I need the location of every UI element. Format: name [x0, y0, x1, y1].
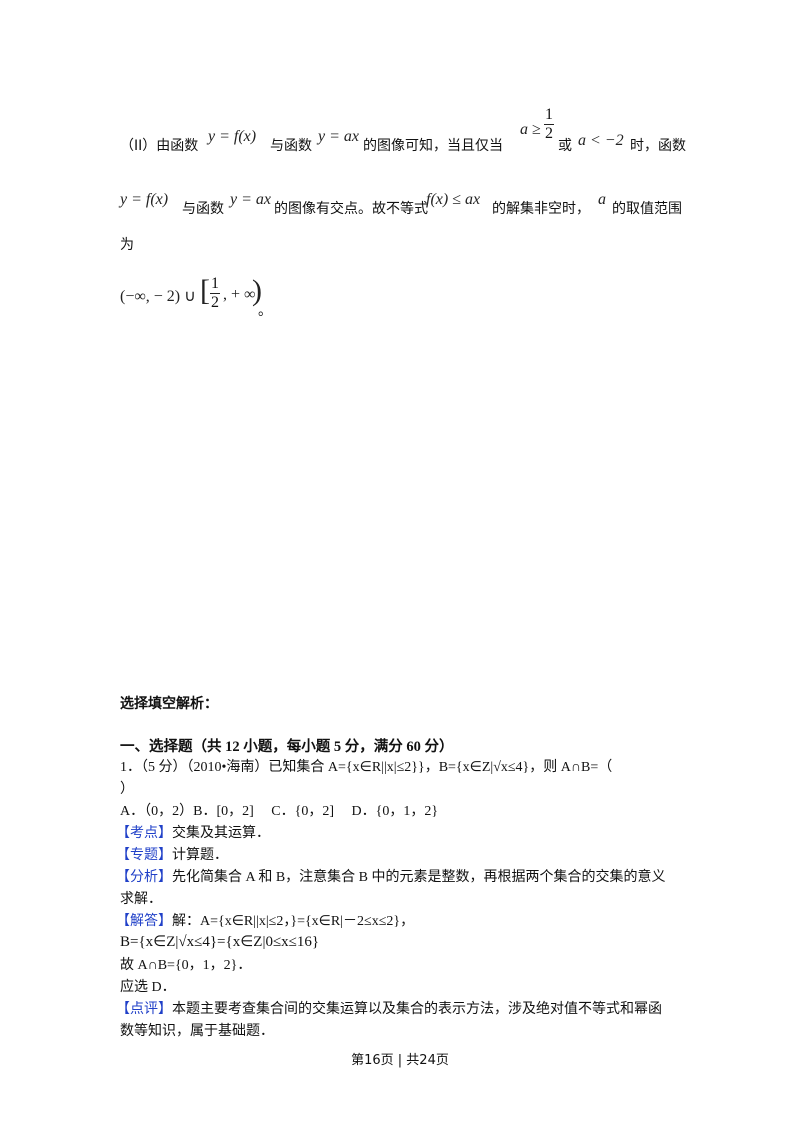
part2-prefix: （II）由函数: [120, 138, 199, 154]
zhuanti-tag: 【专题】: [116, 847, 172, 863]
interval-part2: , + ∞: [223, 286, 256, 303]
fraction-denominator: 2: [211, 294, 219, 311]
fraction-numerator: 1: [211, 275, 219, 292]
fenxi-tag: 【分析】: [116, 869, 172, 885]
math-y-eq-ax: y = ax: [230, 191, 271, 208]
fraction-bar: [210, 293, 220, 294]
fraction-one-half: 1 2: [544, 106, 554, 143]
left-bracket: [: [200, 274, 210, 307]
page-footer: 第16页 | 共24页: [351, 1053, 449, 1068]
text-fragment: 与函数: [270, 138, 312, 154]
question-options: A．（0，2）B．[0，2] C．{0，2] D．{0，1，2}: [120, 804, 439, 819]
math-y-eq-ax: y = ax: [318, 128, 359, 145]
dianping-line2: 数等知识，属于基础题．: [120, 1024, 274, 1039]
math-y-eq-fx: y = f(x): [120, 191, 169, 208]
section-heading: 选择填空解析：: [120, 696, 218, 712]
fenxi-row: 【分析】先化简集合 A 和 B，注意集合 B 中的元素是整数，再根据两个集合的交…: [116, 866, 666, 886]
interval-part1: (−∞, − 2) ∪: [120, 288, 196, 305]
fraction-one-half: 1 2: [210, 275, 220, 312]
kaodian-tag: 【考点】: [116, 825, 172, 841]
fraction-numerator: 1: [545, 106, 553, 123]
part2-line3: 为: [120, 237, 134, 253]
jieda-row: 【解答】解：A={x∈R||x|≤2，}={x∈R|－2≤x≤2}，: [116, 910, 414, 930]
jieda-line4: 应选 D．: [120, 980, 176, 995]
question-stem-line2: ）: [120, 782, 134, 797]
text-fragment: 的图像有交点。故不等式: [274, 201, 428, 217]
text-fragment: 的图像可知，当且仅当: [363, 138, 503, 154]
dianping-text: 本题主要考查集合间的交集运算以及集合的表示方法，涉及绝对值不等式和幂函: [172, 1002, 662, 1017]
zhuanti-text: 计算题．: [172, 848, 228, 863]
section-subheading: 一、选择题（共 12 小题，每小题 5 分，满分 60 分）: [120, 739, 454, 755]
jieda-text: 解：A={x∈R||x|≤2，}={x∈R|－2≤x≤2}，: [172, 914, 415, 929]
math-fx-leq-ax: f(x) ≤ ax: [426, 191, 481, 208]
math-y-eq-fx: y = f(x): [208, 128, 257, 145]
math-a-geq: a ≥: [520, 121, 541, 138]
right-paren: ): [252, 274, 262, 307]
text-fragment: 与函数: [182, 201, 224, 217]
kaodian-row: 【考点】交集及其运算．: [116, 822, 270, 842]
math-a-lt-neg2: a < −2: [578, 132, 624, 149]
fenxi-line2: 求解．: [120, 892, 162, 907]
zhuanti-row: 【专题】计算题．: [116, 844, 228, 864]
text-fragment: 或: [558, 138, 572, 154]
dianping-row: 【点评】本题主要考查集合间的交集运算以及集合的表示方法，涉及绝对值不等式和幂函: [116, 998, 662, 1018]
question-stem-line1: 1．（5 分）（2010•海南）已知集合 A={x∈R||x|≤2}}，B={x…: [120, 760, 613, 775]
kaodian-text: 交集及其运算．: [172, 826, 270, 841]
fraction-denominator: 2: [545, 125, 553, 142]
dianping-tag: 【点评】: [116, 1001, 172, 1017]
jieda-tag: 【解答】: [116, 913, 172, 929]
text-fragment: 时，函数: [630, 138, 686, 154]
jieda-line3: 故 A∩B={0，1，2}．: [120, 958, 252, 973]
fenxi-text: 先化简集合 A 和 B，注意集合 B 中的元素是整数，再根据两个集合的交集的意义: [172, 870, 666, 885]
text-fragment: 的取值范围: [612, 201, 682, 217]
math-var-a: a: [598, 191, 606, 208]
text-fragment: 的解集非空时，: [492, 201, 590, 217]
fraction-bar: [544, 124, 554, 125]
jieda-line2: B={x∈Z|√x≤4}={x∈Z|0≤x≤16}: [120, 934, 320, 950]
period: 。: [258, 303, 272, 319]
